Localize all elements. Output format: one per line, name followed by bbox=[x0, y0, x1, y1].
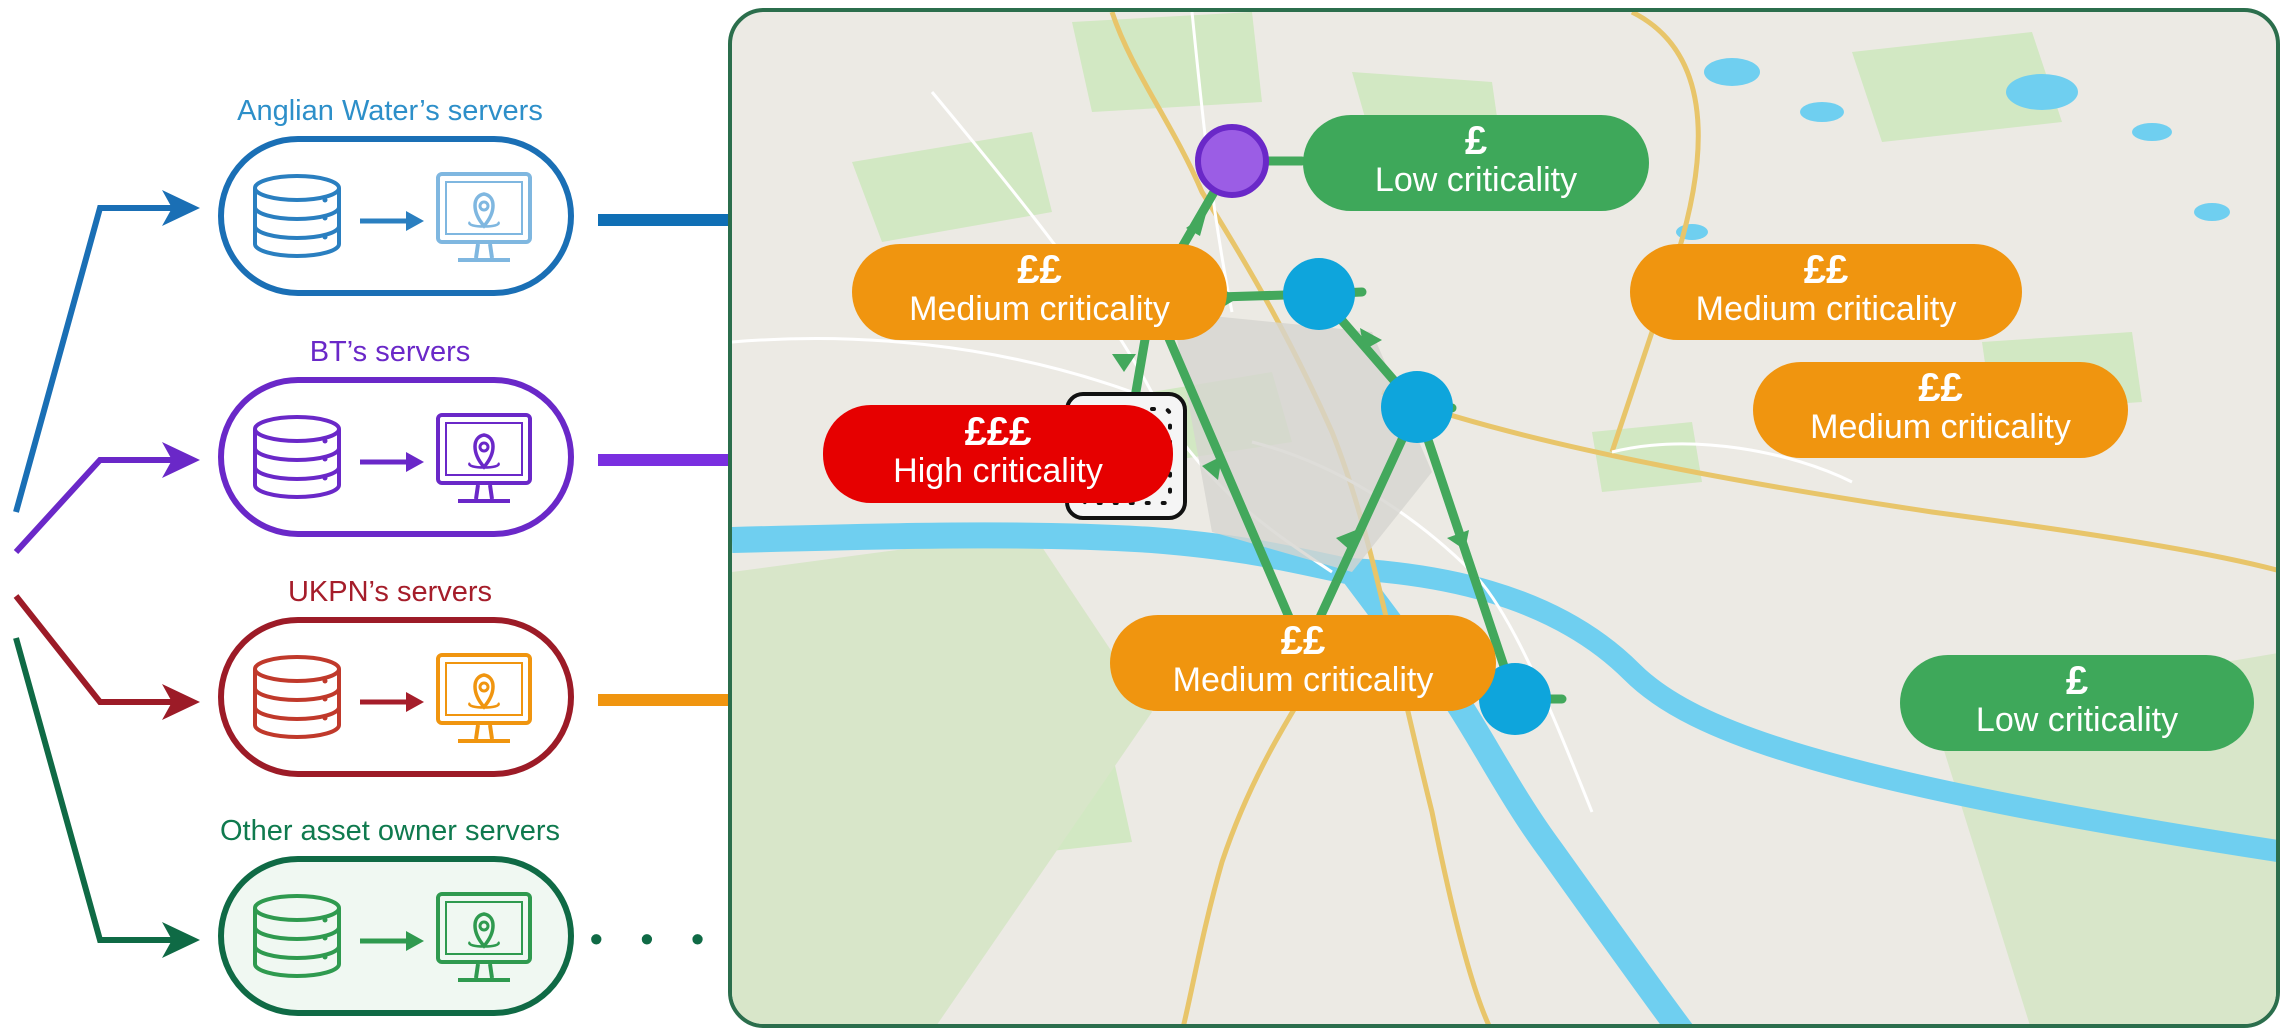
criticality-label-med-right-1: ££Medium criticality bbox=[1630, 244, 2022, 340]
criticality-label-med-right-2: ££Medium criticality bbox=[1753, 362, 2128, 458]
owner-other-label: Other asset owner servers bbox=[219, 815, 561, 847]
owner-anglian-box[interactable] bbox=[218, 136, 574, 296]
map-background bbox=[732, 12, 2276, 1024]
criticality-label-high: £££High criticality bbox=[823, 405, 1173, 503]
criticality-label-med-left: ££Medium criticality bbox=[852, 244, 1227, 340]
owner-bt-label: BT’s servers bbox=[309, 336, 471, 368]
criticality-label-low-top: £Low criticality bbox=[1303, 115, 1649, 211]
map-panel[interactable]: £Low criticality ££Medium criticality ££… bbox=[728, 8, 2280, 1028]
node-blue-1 bbox=[1283, 258, 1355, 330]
continuation-dots: • • • bbox=[590, 918, 718, 959]
owner-ukpn-box[interactable] bbox=[218, 617, 574, 777]
criticality-label-med-bottom: ££Medium criticality bbox=[1110, 615, 1496, 711]
owner-ukpn-label: UKPN’s servers bbox=[287, 576, 493, 608]
criticality-label-low-bottom: £Low criticality bbox=[1900, 655, 2254, 751]
branch-connector bbox=[13, 205, 175, 943]
node-blue-2 bbox=[1381, 371, 1453, 443]
owner-bt-box[interactable] bbox=[218, 377, 574, 537]
owner-other-box[interactable] bbox=[218, 856, 574, 1016]
node-purple-top bbox=[1195, 124, 1269, 198]
owner-anglian-label: Anglian Water’s servers bbox=[237, 95, 543, 127]
node-blue-3 bbox=[1479, 663, 1551, 735]
